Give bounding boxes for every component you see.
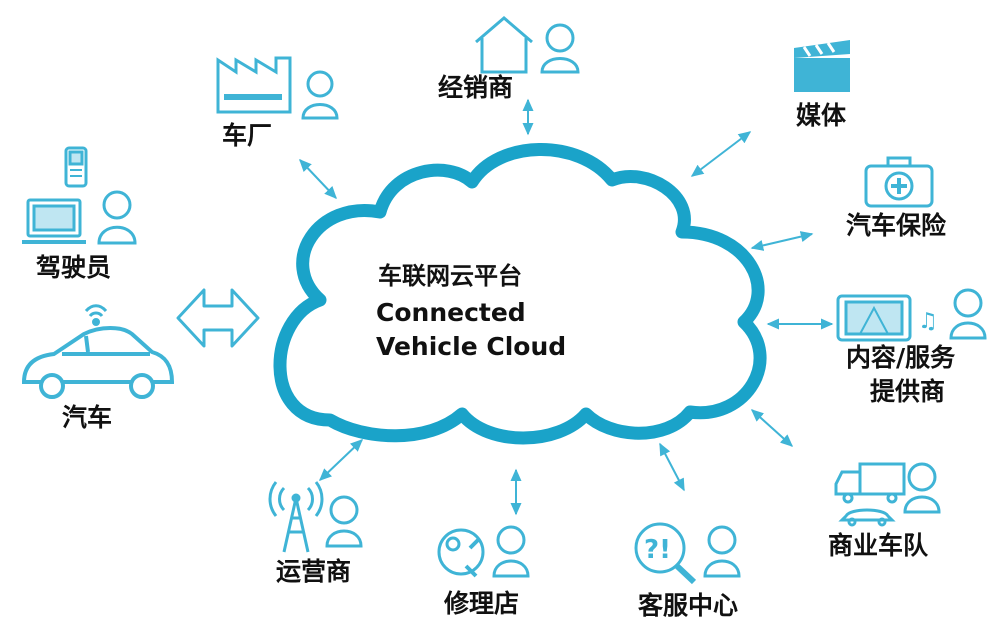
wifi-signal-icon <box>84 304 108 326</box>
arrow-operator <box>318 439 364 481</box>
car-icon <box>21 326 175 399</box>
cloud-shape <box>273 143 767 445</box>
driver-person-icon <box>97 190 137 245</box>
label-car-insurance: 汽车保险 <box>846 211 947 240</box>
big-double-arrow-icon <box>176 288 260 348</box>
operator-person-icon <box>325 495 363 548</box>
first-aid-kit-icon <box>864 156 934 208</box>
arrow-insurance <box>750 231 814 251</box>
label-content-provider-line1: 内容/服务 <box>846 343 956 372</box>
truck-icon <box>834 462 906 527</box>
label-driver: 驾驶员 <box>36 253 112 282</box>
center-subtitle-line1: Connected <box>376 298 526 327</box>
label-content-provider-line2: 提供商 <box>870 377 946 406</box>
center-subtitle-line2: Vehicle Cloud <box>376 332 567 361</box>
label-dealer: 经销商 <box>438 73 514 102</box>
arrow-fleet <box>750 409 794 447</box>
laptop-icon <box>22 198 86 244</box>
arrow-media <box>690 131 752 177</box>
label-car-factory: 车厂 <box>222 121 273 150</box>
repair-person-icon <box>492 525 530 578</box>
radio-tower-icon <box>268 481 324 553</box>
label-customer-service: 客服中心 <box>638 591 739 620</box>
arrow-car-factory <box>299 158 337 200</box>
center-title: 车联网云平台 <box>378 262 522 290</box>
factory-icon <box>216 56 292 114</box>
content-person-icon <box>949 288 987 340</box>
label-media: 媒体 <box>796 101 847 130</box>
media-screen-icon: ♫ <box>836 294 938 342</box>
label-commercial-fleet: 商业车队 <box>828 531 929 560</box>
dealer-person-icon <box>540 23 580 74</box>
fleet-person-icon <box>903 462 941 514</box>
arrow-service <box>659 442 685 492</box>
label-car: 汽车 <box>62 403 113 432</box>
phone-icon <box>64 146 88 188</box>
factory-person-icon <box>301 70 339 120</box>
label-repair-shop: 修理店 <box>444 589 520 618</box>
svg-text:♫: ♫ <box>918 309 938 334</box>
service-person-icon <box>703 525 741 578</box>
question-magnifier-icon: ?! <box>634 522 697 585</box>
house-icon <box>475 16 533 74</box>
clapperboard-icon <box>794 40 850 92</box>
svg-text:?!: ?! <box>644 535 671 565</box>
label-operator: 运营商 <box>276 557 352 586</box>
gear-tools-icon <box>437 528 485 578</box>
